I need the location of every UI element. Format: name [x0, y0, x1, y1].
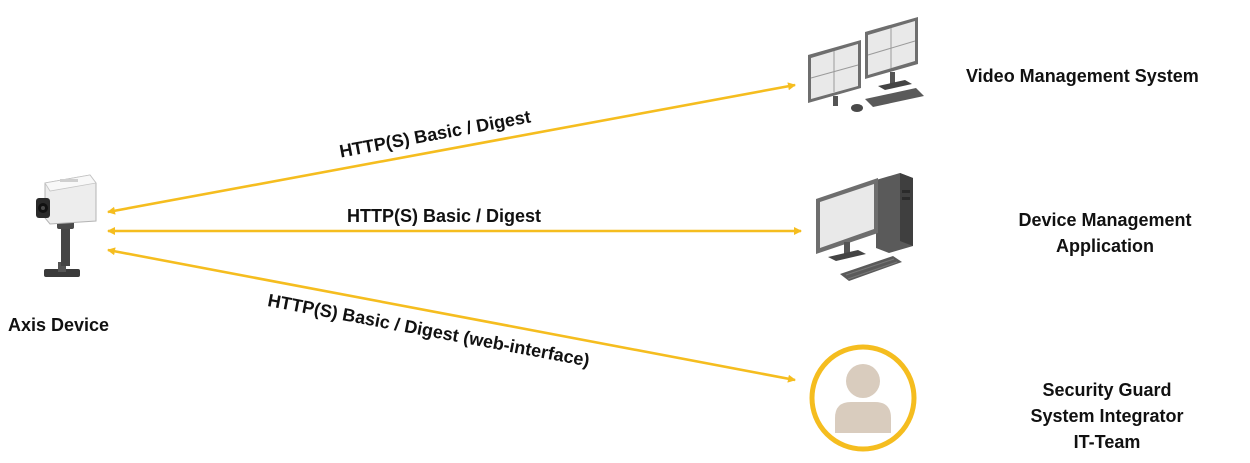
dma-label: Device Management Application [1002, 207, 1208, 259]
connection-arrow-users [107, 247, 796, 383]
users-label-line: IT-Team [1073, 432, 1141, 452]
dual-monitor-workstation-icon [808, 17, 924, 112]
person-avatar-icon [809, 344, 917, 452]
vms-label: Video Management System [966, 66, 1199, 86]
desktop-computer-icon [816, 173, 913, 281]
users-label-line: System Integrator [1030, 406, 1184, 426]
dma-label-line: Device Management [1018, 210, 1192, 230]
connection-arrow-vms [107, 82, 796, 215]
users-label-line: Security Guard [1042, 380, 1172, 400]
dma-label-line: Application [1056, 236, 1154, 256]
security-camera-icon [36, 174, 97, 277]
users-label: Security Guard System Integrator IT-Team [1012, 377, 1202, 455]
connection-label-dma: HTTP(S) Basic / Digest [347, 206, 542, 226]
axis-device-label: Axis Device [8, 315, 110, 335]
